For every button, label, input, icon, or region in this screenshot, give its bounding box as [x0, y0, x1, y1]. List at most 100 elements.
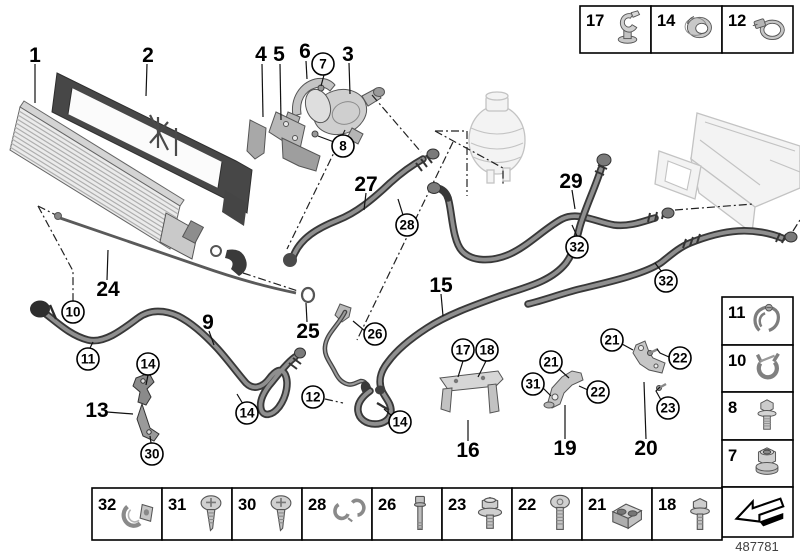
callout-circled-22-a[interactable]: 22 [586, 380, 610, 404]
svg-text:21: 21 [543, 355, 559, 370]
svg-text:32: 32 [658, 274, 673, 289]
legend-cell-8[interactable]: 8 [721, 391, 794, 441]
svg-text:10: 10 [65, 305, 80, 320]
front-panel-frame [51, 72, 253, 226]
svg-text:8: 8 [339, 139, 347, 154]
svg-text:18: 18 [479, 343, 495, 358]
pump-bracket-side [246, 119, 321, 172]
callout-16[interactable]: 16 [456, 439, 479, 462]
callout-20[interactable]: 20 [634, 437, 657, 460]
radiator-oring [210, 245, 222, 257]
bracket-13 [132, 372, 160, 442]
callout-19[interactable]: 19 [553, 437, 576, 460]
callout-13[interactable]: 13 [85, 399, 108, 422]
callout-circled-7[interactable]: 7 [311, 52, 335, 76]
callout-3[interactable]: 3 [342, 43, 354, 66]
legend-cell-28[interactable]: 28 [301, 487, 373, 541]
callout-circled-18[interactable]: 18 [475, 338, 499, 362]
callout-circled-14-a[interactable]: 14 [136, 352, 160, 376]
legend-cell-12[interactable]: 12 [721, 5, 794, 54]
legend-cell-31[interactable]: 31 [161, 487, 233, 541]
plain-callouts: 1 2 4 5 6 3 27 29 24 15 25 9 13 16 19 20 [29, 40, 658, 462]
coolant-hose-9 [30, 300, 306, 419]
svg-text:11: 11 [81, 352, 96, 367]
callout-circled-21-b[interactable]: 21 [600, 328, 624, 352]
bracket-19 [543, 370, 584, 409]
svg-text:26: 26 [378, 496, 396, 514]
callout-circled-32-a[interactable]: 32 [565, 235, 589, 259]
callout-25[interactable]: 25 [296, 320, 320, 343]
svg-text:32: 32 [569, 240, 584, 255]
legend-cell-10[interactable]: 10 [721, 344, 794, 393]
callout-15[interactable]: 15 [429, 274, 453, 297]
svg-text:12: 12 [305, 390, 320, 405]
callout-circled-14-b[interactable]: 14 [235, 401, 259, 425]
legend-cell-21[interactable]: 21 [581, 487, 653, 541]
callout-27[interactable]: 27 [354, 173, 377, 196]
legend-cell-14[interactable]: 14 [650, 5, 723, 54]
electric-coolant-pump [304, 87, 385, 145]
svg-text:23: 23 [448, 496, 466, 514]
svg-text:21: 21 [604, 333, 620, 348]
svg-text:28: 28 [308, 496, 326, 514]
callout-4[interactable]: 4 [255, 43, 267, 66]
callout-2[interactable]: 2 [142, 44, 154, 67]
oring-seal [300, 286, 316, 304]
svg-text:14: 14 [239, 406, 255, 421]
callout-circled-23[interactable]: 23 [656, 396, 680, 420]
collar-nut-icon [755, 447, 779, 475]
radiator [9, 100, 247, 276]
svg-text:28: 28 [399, 218, 415, 233]
legend-cell-23[interactable]: 23 [441, 487, 513, 541]
legend-cell-7[interactable]: 7 [721, 439, 794, 488]
legend-cell-32[interactable]: 32 [91, 487, 163, 541]
svg-text:26: 26 [367, 327, 383, 342]
control-unit-ghost [654, 112, 800, 235]
callout-circled-14-c[interactable]: 14 [388, 410, 412, 434]
legend-cell-17[interactable]: 17 [579, 5, 652, 54]
callout-circled-26[interactable]: 26 [363, 322, 387, 346]
svg-text:7: 7 [319, 57, 327, 72]
callout-circled-10[interactable]: 10 [61, 300, 85, 324]
svg-text:30: 30 [238, 496, 256, 514]
bracket-20 [632, 340, 666, 374]
callout-6[interactable]: 6 [299, 40, 311, 63]
legend-cell-30[interactable]: 30 [231, 487, 303, 541]
svg-text:22: 22 [518, 496, 536, 514]
callout-circled-21-a[interactable]: 21 [539, 350, 563, 374]
callout-circled-11[interactable]: 11 [76, 347, 100, 371]
legend-cell-18[interactable]: 18 [651, 487, 723, 541]
svg-text:31: 31 [525, 377, 541, 392]
callout-circled-12[interactable]: 12 [301, 385, 325, 409]
leader-lines [34, 60, 670, 444]
svg-text:11: 11 [728, 304, 745, 322]
callout-circled-22-b[interactable]: 22 [668, 346, 692, 370]
svg-text:7: 7 [728, 447, 737, 465]
svg-text:17: 17 [455, 343, 470, 358]
callout-circled-32-b[interactable]: 32 [654, 269, 678, 293]
legend-top-row: 17 14 12 [579, 5, 794, 54]
legend-bottom-row: 32 31 30 28 26 23 22 21 18 [91, 487, 723, 541]
callout-9[interactable]: 9 [202, 311, 214, 334]
callout-circled-8[interactable]: 8 [331, 134, 355, 158]
callout-29[interactable]: 29 [559, 170, 582, 193]
legend-cell-arrow [721, 486, 794, 538]
svg-text:21: 21 [588, 496, 606, 514]
svg-text:14: 14 [392, 415, 408, 430]
callout-5[interactable]: 5 [273, 43, 285, 66]
svg-text:30: 30 [144, 447, 159, 462]
callout-24[interactable]: 24 [96, 278, 120, 301]
callout-circled-31[interactable]: 31 [521, 372, 545, 396]
legend-cell-26[interactable]: 26 [371, 487, 443, 541]
legend-cell-22[interactable]: 22 [511, 487, 583, 541]
bracket-bolt [311, 130, 319, 138]
callout-1[interactable]: 1 [29, 44, 41, 67]
legend-cell-11[interactable]: 11 [721, 296, 794, 346]
callout-circled-17[interactable]: 17 [451, 338, 475, 362]
svg-text:22: 22 [590, 385, 605, 400]
callout-circled-30[interactable]: 30 [140, 442, 164, 466]
callout-circled-28[interactable]: 28 [395, 213, 419, 237]
bracket-16 [439, 370, 504, 414]
circled-callouts: 7 8 28 32 32 10 11 14 30 14 12 14 26 17 … [61, 52, 692, 466]
